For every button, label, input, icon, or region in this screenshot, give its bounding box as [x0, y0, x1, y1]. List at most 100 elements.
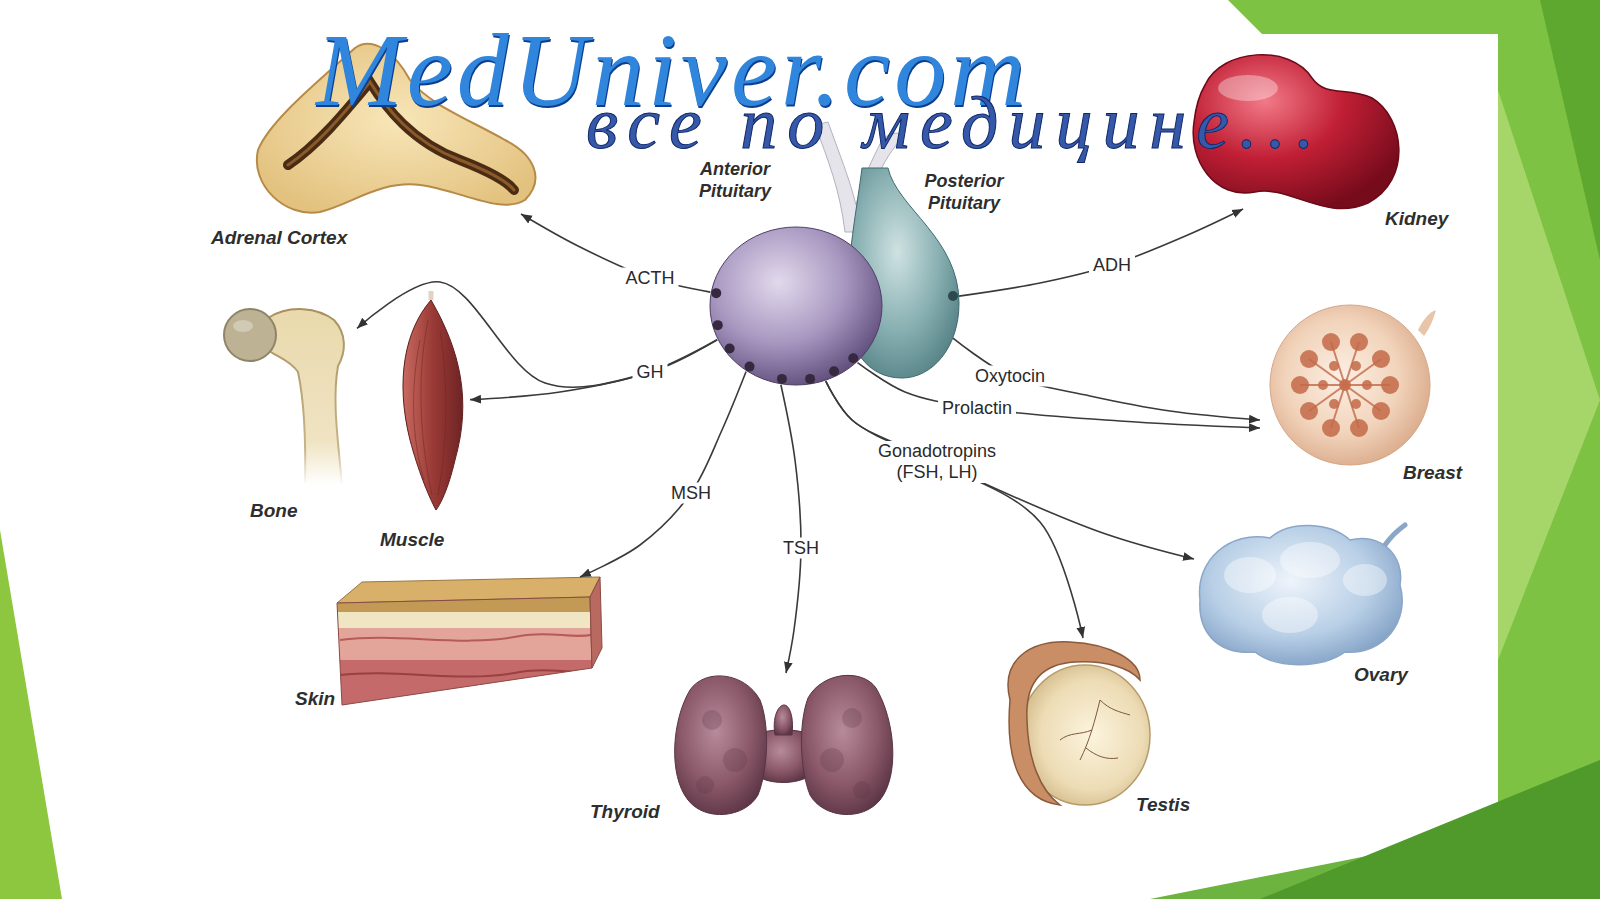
hormone-label: Oxytocin — [971, 366, 1049, 387]
organ-label: Adrenal Cortex — [211, 227, 347, 249]
testis-organ: Testis — [995, 638, 1158, 811]
hormone-label: GH — [633, 362, 668, 383]
breast-drawing — [1372, 350, 1390, 368]
watermark-text: MedUniver.com — [316, 18, 1029, 122]
hormone-arrow — [826, 381, 1194, 559]
skin-drawing — [330, 628, 600, 660]
ovary-drawing — [1224, 557, 1276, 593]
watermark-text: все по медицине... — [586, 86, 1325, 160]
hormone-label: MSH — [667, 483, 715, 504]
anterior-lobe-shape — [710, 227, 882, 385]
muscle-drawing — [403, 300, 463, 510]
ovary-drawing — [1200, 525, 1403, 664]
hormone-arrow — [521, 214, 710, 292]
gland-dot — [829, 366, 839, 376]
breast-drawing — [1291, 333, 1399, 437]
ovary-drawing — [1385, 525, 1405, 545]
breast-drawing — [1331, 342, 1345, 385]
adrenal-cortex-drawing — [257, 44, 536, 213]
slide-decoration — [1498, 90, 1600, 660]
testis-drawing — [1008, 642, 1150, 805]
breast-drawing — [1350, 333, 1368, 351]
adrenal-cortex-drawing — [257, 44, 536, 213]
breast-drawing — [1300, 350, 1318, 368]
slide-decoration — [1150, 830, 1498, 899]
ovary-drawing — [1262, 597, 1318, 633]
breast-drawing — [1345, 385, 1381, 411]
breast-drawing — [1309, 385, 1345, 411]
ovary-organ: Ovary — [1194, 525, 1408, 668]
breast-drawing — [1291, 376, 1309, 394]
skin-drawing — [590, 577, 602, 668]
thyroid-drawing — [675, 676, 767, 815]
organ-label: Anterior Pituitary — [680, 158, 790, 202]
anterior-pituitary-lobe: Anterior Pituitary — [709, 226, 883, 386]
gland-dot — [848, 353, 858, 363]
hormone-arrow — [781, 385, 801, 673]
muscle-drawing — [414, 320, 446, 495]
organ-label: Kidney — [1385, 208, 1448, 230]
organ-label: Bone — [250, 500, 298, 522]
kidney-drawing — [1193, 55, 1399, 209]
skin-drawing — [337, 577, 600, 603]
breast-drawing — [1322, 333, 1340, 351]
kidney-organ: Kidney — [1189, 46, 1408, 209]
thyroid-drawing — [853, 781, 871, 799]
hormone-arrow — [470, 340, 717, 400]
muscle-drawing — [429, 291, 434, 300]
thyroid-drawing — [774, 705, 792, 735]
ovary-drawing — [1343, 564, 1387, 596]
organ-label: Muscle — [380, 529, 444, 551]
adrenal-cortex-organ: Adrenal Cortex — [255, 41, 541, 214]
bone-drawing — [224, 309, 344, 485]
skin-drawing — [330, 612, 600, 628]
ovary-drawing — [1224, 542, 1387, 633]
muscle-drawing — [403, 291, 463, 510]
breast-drawing — [1372, 402, 1390, 420]
pituitary-stalk — [815, 122, 905, 232]
slide-decoration — [1228, 0, 1600, 899]
testis-drawing — [1060, 700, 1130, 760]
breast-drawing — [1322, 419, 1340, 437]
slide-decoration — [1260, 760, 1600, 899]
hormone-label: Prolactin — [938, 398, 1016, 419]
pituitary-stalk — [815, 122, 905, 232]
bone-organ: Bone — [224, 311, 357, 485]
hormone-label: Gonadotropins (FSH, LH) — [858, 441, 1016, 483]
gland-dot — [805, 374, 815, 384]
hormone-arrow — [357, 282, 717, 387]
hormone-label: ADH — [1089, 255, 1135, 276]
gland-dot — [711, 288, 721, 298]
breast-drawing — [1345, 342, 1359, 385]
thyroid-drawing — [702, 710, 722, 730]
gland-dot — [725, 343, 735, 353]
organ-label: Breast — [1403, 462, 1462, 484]
breast-drawing — [1318, 380, 1328, 390]
breast-drawing — [1345, 385, 1359, 428]
bone-drawing — [233, 320, 253, 332]
ovary-drawing — [1280, 542, 1340, 578]
thyroid-drawing — [723, 748, 747, 772]
hormone-arrow — [826, 381, 1083, 638]
breast-drawing — [1309, 359, 1345, 385]
adrenal-cortex-drawing — [288, 82, 514, 190]
skin-drawing — [330, 660, 600, 710]
hormone-label: TSH — [779, 538, 823, 559]
skin-drawing — [340, 634, 595, 641]
breast-drawing — [1331, 385, 1345, 428]
testis-drawing — [1020, 665, 1150, 805]
breast-drawing — [1381, 376, 1399, 394]
bone-drawing — [268, 309, 344, 485]
organ-label: Thyroid — [590, 801, 660, 823]
organ-label: Skin — [295, 688, 335, 710]
breast-drawing — [1300, 342, 1390, 428]
bone-drawing — [224, 309, 276, 361]
breast-drawing — [1362, 380, 1372, 390]
breast-drawing — [1418, 310, 1436, 336]
gland-dot — [745, 362, 755, 372]
slide-decoration — [0, 530, 62, 899]
skin-drawing — [330, 590, 600, 612]
